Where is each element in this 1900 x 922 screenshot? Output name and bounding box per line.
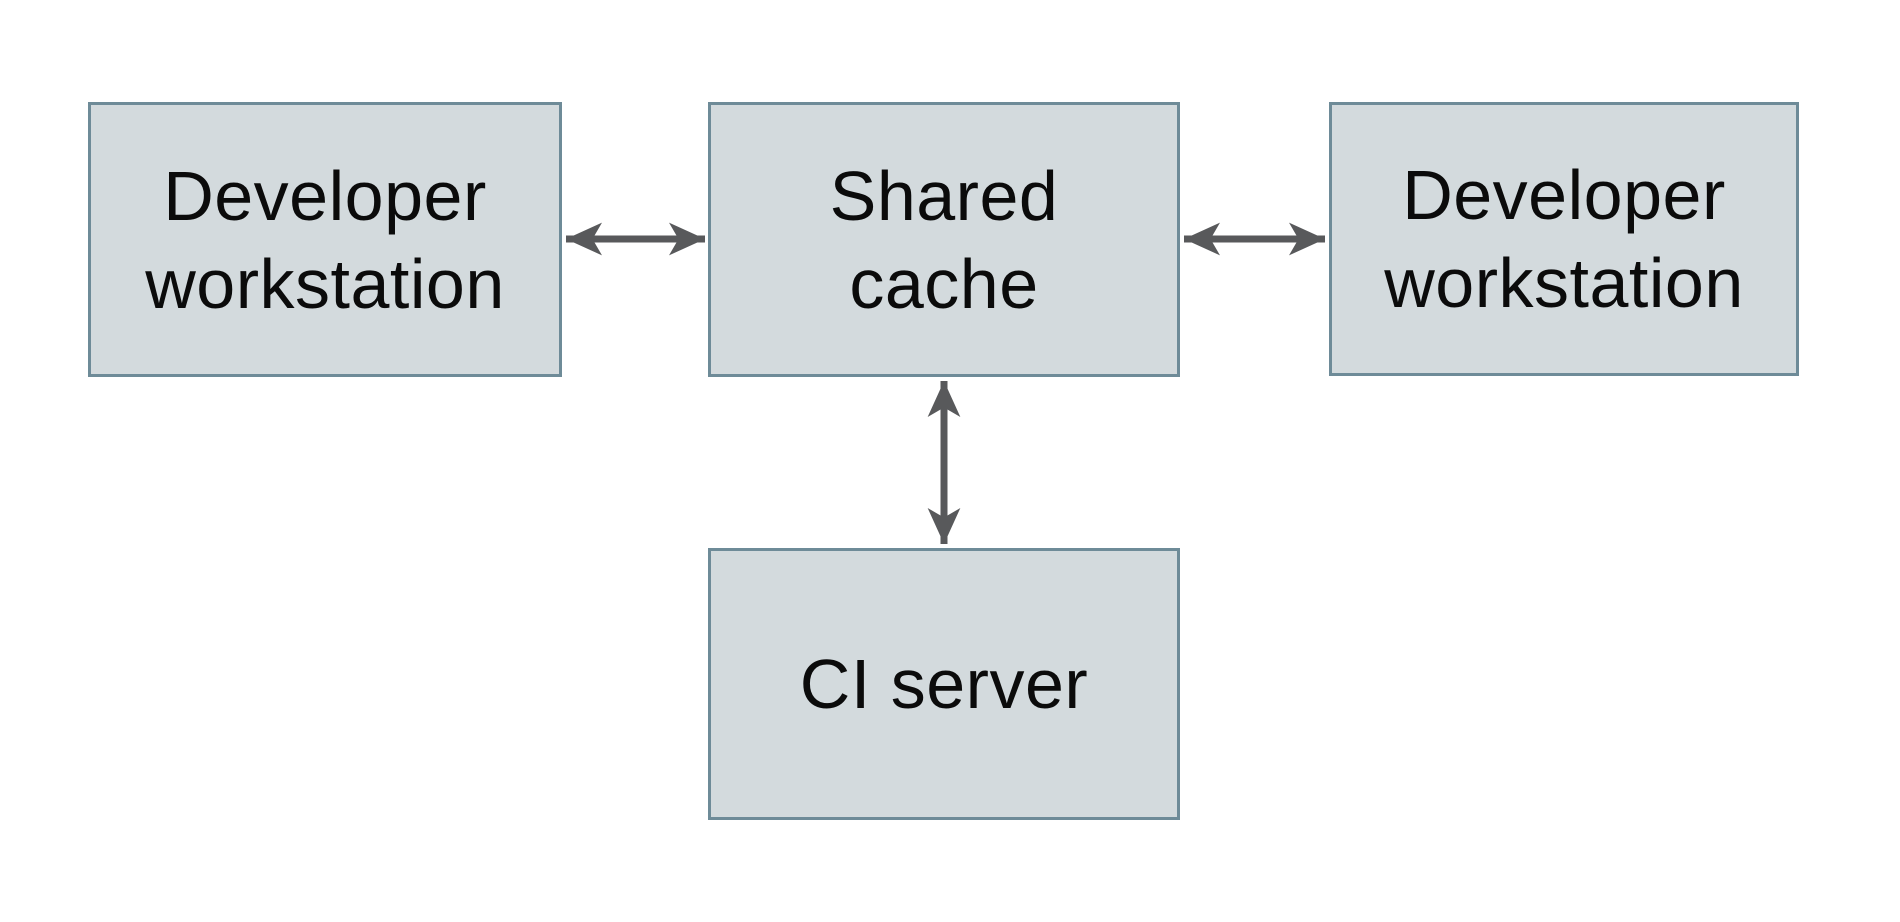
node-label: Developer workstation [145,156,505,323]
node-shared-cache: Shared cache [708,102,1180,377]
node-developer-workstation-left: Developer workstation [88,102,562,377]
node-developer-workstation-right: Developer workstation [1329,102,1799,376]
node-label: CI server [799,645,1089,723]
node-label: Shared cache [829,156,1059,323]
node-label: Developer workstation [1384,156,1744,322]
node-ci-server: CI server [708,548,1180,820]
